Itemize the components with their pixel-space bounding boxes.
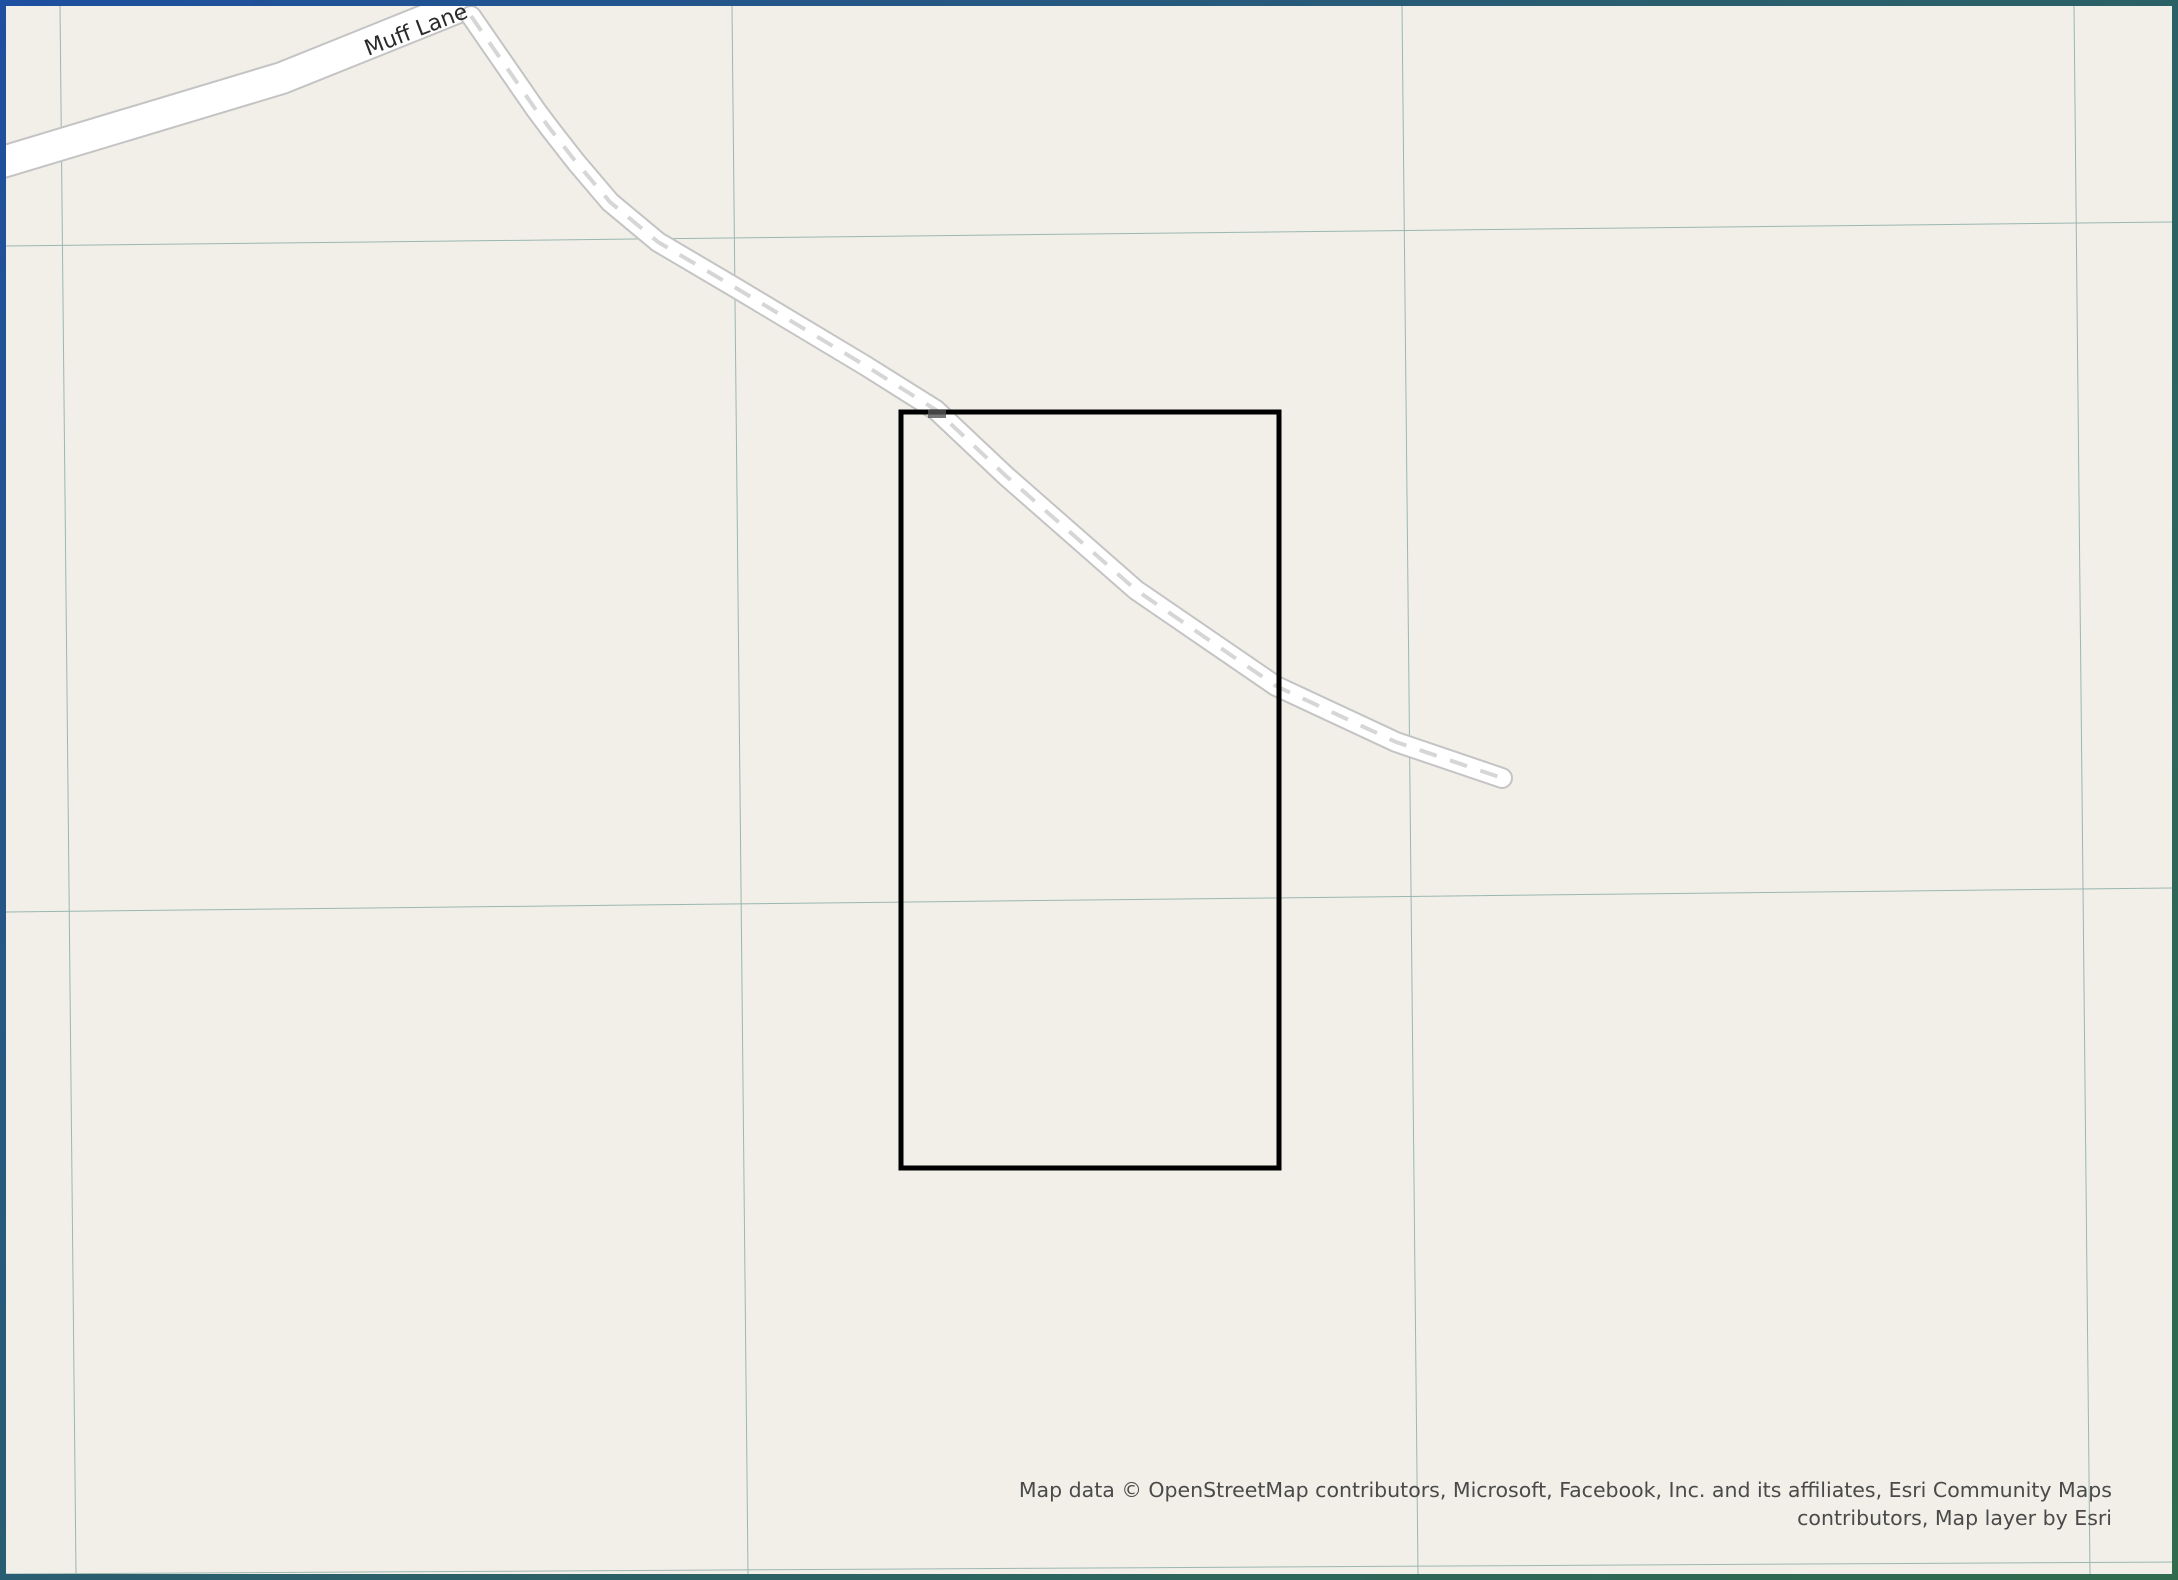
map-attribution: Map data © OpenStreetMap contributors, M…: [1012, 1476, 2112, 1532]
grid-line-vertical: [731, 6, 749, 1574]
grid-line-vertical: [2073, 6, 2091, 1574]
grid-lines: [6, 6, 2172, 1574]
junction-marker: [928, 410, 946, 418]
grid-line-horizontal: [6, 221, 2172, 247]
grid-line-vertical: [59, 6, 77, 1574]
selection-box[interactable]: [898, 409, 1282, 1171]
grid-line-horizontal: [6, 1561, 2172, 1574]
attribution-line-2: contributors, Map layer by Esri: [1797, 1506, 2112, 1530]
map-canvas[interactable]: Muff Lane: [6, 6, 2172, 1574]
road-muff-lane[interactable]: [6, 6, 483, 179]
road-track[interactable]: [460, 6, 1513, 789]
grid-line-vertical: [1401, 6, 1419, 1574]
grid-line-horizontal: [6, 887, 2172, 913]
attribution-line-1: Map data © OpenStreetMap contributors, M…: [1018, 1478, 2112, 1502]
